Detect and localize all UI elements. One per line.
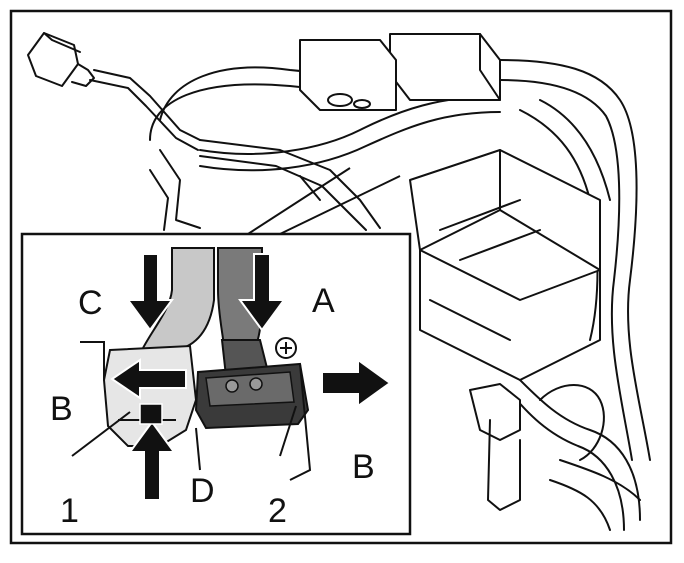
- arrow-up-icon: [128, 420, 176, 501]
- release-tab: [139, 403, 163, 425]
- arrow-down-icon: [126, 253, 174, 332]
- detail-inset: [20, 232, 412, 536]
- label-b-right: B: [352, 448, 375, 486]
- label-2: 2: [268, 492, 287, 530]
- label-d: D: [190, 472, 215, 510]
- filler-cap-icon: [27, 32, 201, 151]
- label-a: A: [312, 282, 335, 320]
- label-b-left: B: [50, 390, 73, 428]
- leader-2: [279, 405, 297, 457]
- arrow-right-icon: [321, 358, 392, 408]
- callout-lines: [247, 167, 401, 235]
- label-c: C: [78, 284, 103, 322]
- leader-1: [71, 411, 131, 457]
- arrow-down-icon: [238, 253, 286, 332]
- arrow-left-icon: [110, 358, 187, 400]
- engine-background: [27, 32, 651, 531]
- label-1: 1: [60, 492, 79, 530]
